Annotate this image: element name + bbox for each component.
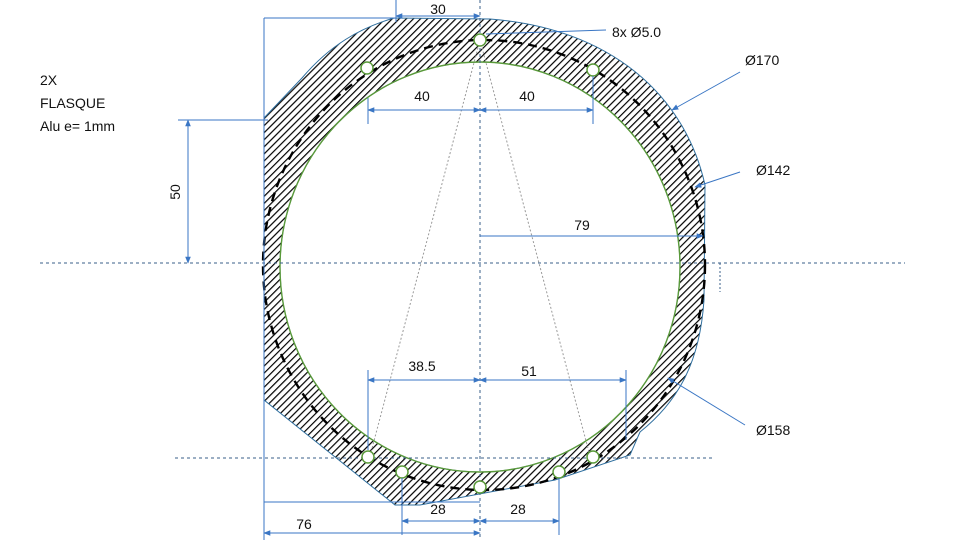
dim-bottom-hole-left: 28 <box>430 501 446 517</box>
dim-top-offset: 30 <box>430 1 446 17</box>
leader-lines <box>485 29 746 426</box>
dimension-lines <box>185 13 704 536</box>
note-quantity: 2X <box>40 72 58 88</box>
flange-body <box>263 17 706 506</box>
hole-bottom <box>473 480 487 494</box>
mounting-holes <box>360 33 600 494</box>
note-material: Alu e= 1mm <box>40 118 116 134</box>
note-part-name: FLASQUE <box>40 95 106 111</box>
hole-bottom-left <box>395 465 409 479</box>
dim-radius: 79 <box>574 217 590 233</box>
label-outer-diameter: Ø170 <box>745 52 779 68</box>
label-inner-diameter: Ø142 <box>756 162 790 178</box>
dim-upper-left: 40 <box>414 88 430 104</box>
dim-lower-left: 38.5 <box>408 358 435 374</box>
dim-height-offset: 50 <box>167 184 183 200</box>
dim-lower-right: 51 <box>521 363 537 379</box>
dim-bottom-hole-right: 28 <box>510 501 526 517</box>
hole-lower-left <box>361 450 375 464</box>
dim-upper-right: 40 <box>519 88 535 104</box>
hole-top <box>473 33 487 47</box>
hole-lower-right <box>586 450 600 464</box>
label-holes: 8x Ø5.0 <box>612 24 661 40</box>
hole-upper-right <box>586 63 600 77</box>
extension-lines <box>178 0 627 540</box>
hole-upper-left <box>360 61 374 75</box>
hole-bottom-right <box>552 465 566 479</box>
dim-bottom-left-width: 76 <box>296 516 312 532</box>
label-bolt-circle: Ø158 <box>756 422 790 438</box>
ref-line-right <box>479 39 591 457</box>
